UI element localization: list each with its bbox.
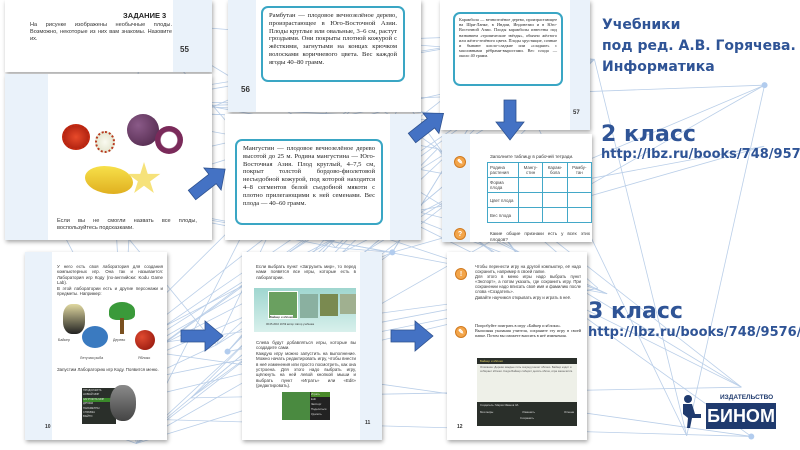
network-node <box>748 433 755 440</box>
worlds-gallery-screenshot: Байкер и яблоки 06.05.2016 19:59 автор: … <box>254 288 356 332</box>
network-line <box>122 347 752 437</box>
page-fruit-images: Если вы не смогли назвать все плоды, вос… <box>5 74 212 240</box>
grade-2-label: 2 класс <box>601 122 696 147</box>
hint-text: Если вы не смогли назвать все плоды, вос… <box>57 218 197 231</box>
kodu-robot-image <box>110 385 136 421</box>
network-node <box>761 82 768 89</box>
label-apple: Яблоко <box>138 356 151 360</box>
network-line <box>63 416 752 437</box>
page-number: 57 <box>573 110 580 116</box>
label-flying-fish: Летучая рыба <box>80 356 104 360</box>
publisher-name: БИНОМ <box>706 403 776 429</box>
exclamation-icon: ! <box>455 268 467 280</box>
network-node <box>389 249 396 256</box>
task-text: На рисунке изображены необычные плоды. В… <box>30 22 172 42</box>
rambutan-image <box>62 124 90 150</box>
load-world-text: Если выбрать пункт «Загрузить мир», то п… <box>256 264 356 280</box>
biker-image <box>63 304 85 334</box>
tree-image <box>109 302 135 320</box>
flying-fish-image <box>82 326 108 348</box>
label-tree: Дерево <box>113 338 126 342</box>
page-56-top: Рамбутан — плодовое вечнозелёное дерево,… <box>228 0 421 112</box>
binom-logo: ИЗДАТЕЛЬСТВО БИНОМ <box>680 394 776 432</box>
slide-title: Учебники под ред. А.В. Горячева. Информа… <box>602 17 796 75</box>
carambola-image <box>85 166 133 194</box>
network-line <box>335 247 393 253</box>
apple-image <box>135 330 155 350</box>
page-mangosteen: Мангустин — плодовое вечнозелёное дерево… <box>225 114 421 240</box>
question-icon: ? <box>454 228 466 240</box>
seated-person-icon <box>683 395 701 428</box>
world-caption[interactable]: Байкер и яблоки <box>270 315 293 319</box>
grade-3-label: 3 класс <box>588 299 683 324</box>
pencil-task-icon: ✎ <box>454 156 466 168</box>
task-heading: ЗАДАНИЕ 3 <box>123 11 167 20</box>
pencil-task-icon: ✎ <box>455 326 467 338</box>
network-line <box>594 59 688 436</box>
page-11: Если выбрать пункт «Загрузить мир», то п… <box>242 252 382 440</box>
network-node <box>224 348 231 355</box>
launch-text: Запустим Лабораторию игр Коду. Появится … <box>57 367 159 372</box>
carambola-info-box: Карамбола — вечнозелёное дерево, произра… <box>453 12 563 86</box>
mangosteen-image <box>127 114 159 146</box>
cancel-button[interactable]: Отмена <box>563 410 574 414</box>
page-57-top: Карамбола — вечнозелёное дерево, произра… <box>440 0 590 130</box>
label-biker: Байкер <box>58 338 70 342</box>
table-header: Карам-бола <box>542 162 568 178</box>
export-text: Чтобы перенести игру на другой компьютер… <box>475 264 581 300</box>
page-55-top: ЗАДАНИЕ 3 На рисунке изображены необычны… <box>5 0 212 72</box>
edit-button[interactable]: Изменить <box>522 410 535 414</box>
save-world-screenshot: Байкер и яблоки Описание: Дерево каждые … <box>477 358 577 426</box>
try-game-text: Попробуйте поиграть в игру «Байкер и ябл… <box>475 323 581 339</box>
mangosteen-cut-image <box>155 126 183 154</box>
page-number: 56 <box>241 85 250 94</box>
page-10: У него есть своя лаборатория для создани… <box>25 252 167 440</box>
question-text: Какие общие признаки есть у всех этих пл… <box>490 231 590 242</box>
page-number: 55 <box>180 45 189 54</box>
page-number: 12 <box>457 424 463 430</box>
tree-trunk <box>120 318 124 334</box>
arrow-right-icon <box>180 320 224 352</box>
edit-text: Слева будут добавляться игры, которые вы… <box>256 340 356 389</box>
arrow-up-right-icon <box>407 112 445 144</box>
world-meta: 06.05.2016 19:59 автор: Автор учебника <box>266 323 315 326</box>
table-row-label: Вес плода <box>486 207 520 223</box>
rambutan-peeled-image <box>95 131 115 153</box>
grade-3-link[interactable]: http://lbz.ru/books/748/9576/ <box>588 325 800 340</box>
arrow-up-right-icon <box>187 167 226 201</box>
rambutan-info-box: Рамбутан — плодовое вечнозелёное дерево,… <box>261 6 405 82</box>
page-number: 10 <box>45 424 51 430</box>
table-task-text: Заполните таблицу в рабочей тетради. <box>490 154 574 159</box>
save-button[interactable]: Сохранить <box>520 416 534 420</box>
page-12: ! Чтобы перенести игру на другой компьют… <box>447 252 587 440</box>
publisher-small-text: ИЗДАТЕЛЬСТВО <box>720 394 774 401</box>
network-line <box>686 85 765 436</box>
page-table-task: ✎ Заполните таблицу в рабочей тетради. Р… <box>442 134 592 242</box>
my-worlds-button[interactable]: Мои миры <box>480 410 494 414</box>
arrow-right-icon <box>390 320 434 352</box>
kodu-intro-text: У него есть своя лаборатория для создани… <box>57 264 163 297</box>
arrow-down-icon <box>495 99 525 141</box>
page-number: 11 <box>365 420 371 426</box>
mangosteen-info-box: Мангустин — плодовое вечнозелёное дерево… <box>235 139 383 225</box>
grade-2-link[interactable]: http://lbz.ru/books/748/9577/ <box>601 147 800 162</box>
